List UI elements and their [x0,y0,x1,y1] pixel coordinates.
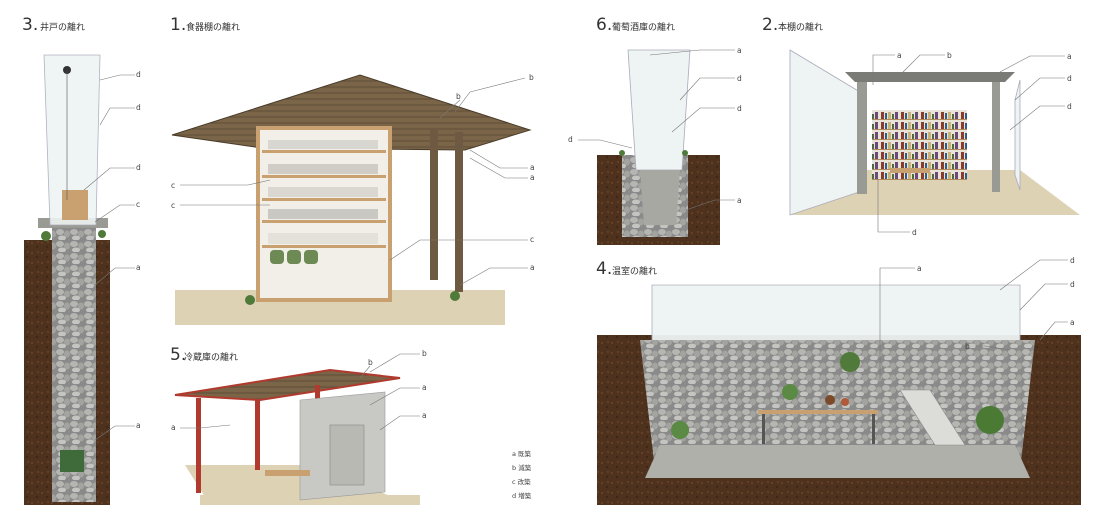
bookshelf-concrete-column [857,82,867,194]
svg-text:b: b [368,358,373,367]
svg-text:c: c [171,181,175,190]
svg-text:a: a [737,196,742,205]
greenhouse-glass-roof [651,284,1021,346]
svg-text:c: c [171,201,175,210]
svg-text:a: a [530,263,535,272]
svg-text:a: a [737,46,742,55]
well-bucket [60,450,84,472]
panel-wine-cellar: 6. 葡萄酒庫の離れ a d d d a [568,15,742,245]
svg-text:a: a [422,383,427,392]
panel-greenhouse: 4. 温室の離れ a d d a b [596,256,1081,505]
svg-text:d: d [568,135,573,144]
svg-text:b: b [965,342,970,351]
svg-text:a: a [917,264,922,273]
panel-bookshelf: 2. 本棚の離れ a b a d d d [762,15,1080,237]
dish-post [455,132,463,292]
svg-text:c: c [530,235,534,244]
panel-1-number: 1. [170,15,186,35]
legend-item: a 既築 [512,449,532,458]
fridge-steel-post [255,400,260,470]
cellar-stairs [640,170,680,225]
svg-text:a: a [1070,318,1075,327]
svg-text:a: a [171,423,176,432]
well-glass-enclosure [43,54,101,226]
svg-text:d: d [737,104,742,113]
svg-text:d: d [136,163,141,172]
svg-text:a: a [530,163,535,172]
dish-shelf-rows [262,140,386,264]
svg-text:d: d [1070,280,1075,289]
svg-text:b: b [529,73,534,82]
panel-5-title: 冷蔵庫の離れ [184,351,238,363]
legend-item: b 減築 [512,463,532,472]
bookshelf-concrete-column [992,82,1000,192]
greenhouse-stairs [899,389,966,446]
fridge-roof [174,368,401,402]
svg-text:a: a [1067,52,1072,61]
panel-4-title: 温室の離れ [612,265,657,277]
svg-text:b: b [947,51,952,60]
panel-3-number: 3. [22,15,38,35]
svg-text:d: d [912,228,917,237]
svg-text:d: d [136,70,141,79]
legend-item: c 改築 [512,477,531,486]
panel-6-number: 6. [596,15,612,35]
bookshelf-concrete-roof [845,72,1015,82]
svg-text:a: a [530,173,535,182]
svg-text:a: a [136,421,141,430]
panel-dish-shelf: 1. 食器棚の離れ b b c c a a c a [170,15,535,325]
panel-3-title: 井戸の離れ [40,21,85,33]
svg-text:c: c [136,200,140,209]
greenhouse-floor [645,445,1030,478]
svg-text:b: b [456,92,461,101]
panel-2-number: 2. [762,15,778,35]
svg-text:d: d [1067,74,1072,83]
svg-text:d: d [737,74,742,83]
dish-post [430,130,438,280]
fridge-steel-post [196,398,201,493]
svg-text:b: b [422,349,427,358]
panel-6-title: 葡萄酒庫の離れ [612,21,675,33]
panel-2-title: 本棚の離れ [778,21,823,33]
legend: a 既築 b 減築 c 改築 d 増築 [512,449,532,500]
svg-text:d: d [1070,256,1075,265]
svg-text:a: a [422,411,427,420]
panel-5-number: 5. [170,345,186,365]
legend-item: d 増築 [512,491,532,500]
panel-1-title: 食器棚の離れ [186,21,240,33]
svg-text:a: a [897,51,902,60]
svg-text:d: d [136,103,141,112]
panel-4-number: 4. [596,259,612,279]
panel-well: 3. 井戸の離れ d d d c a a [22,15,141,505]
fridge-door [329,424,365,486]
greenhouse-table [758,410,878,414]
panel-refrigerator: 5. 冷蔵庫の離れ b b a a a [170,345,427,505]
svg-text:a: a [136,263,141,272]
cellar-glass-enclosure [627,49,691,171]
svg-text:d: d [1067,102,1072,111]
well-wood-deck [62,190,88,220]
